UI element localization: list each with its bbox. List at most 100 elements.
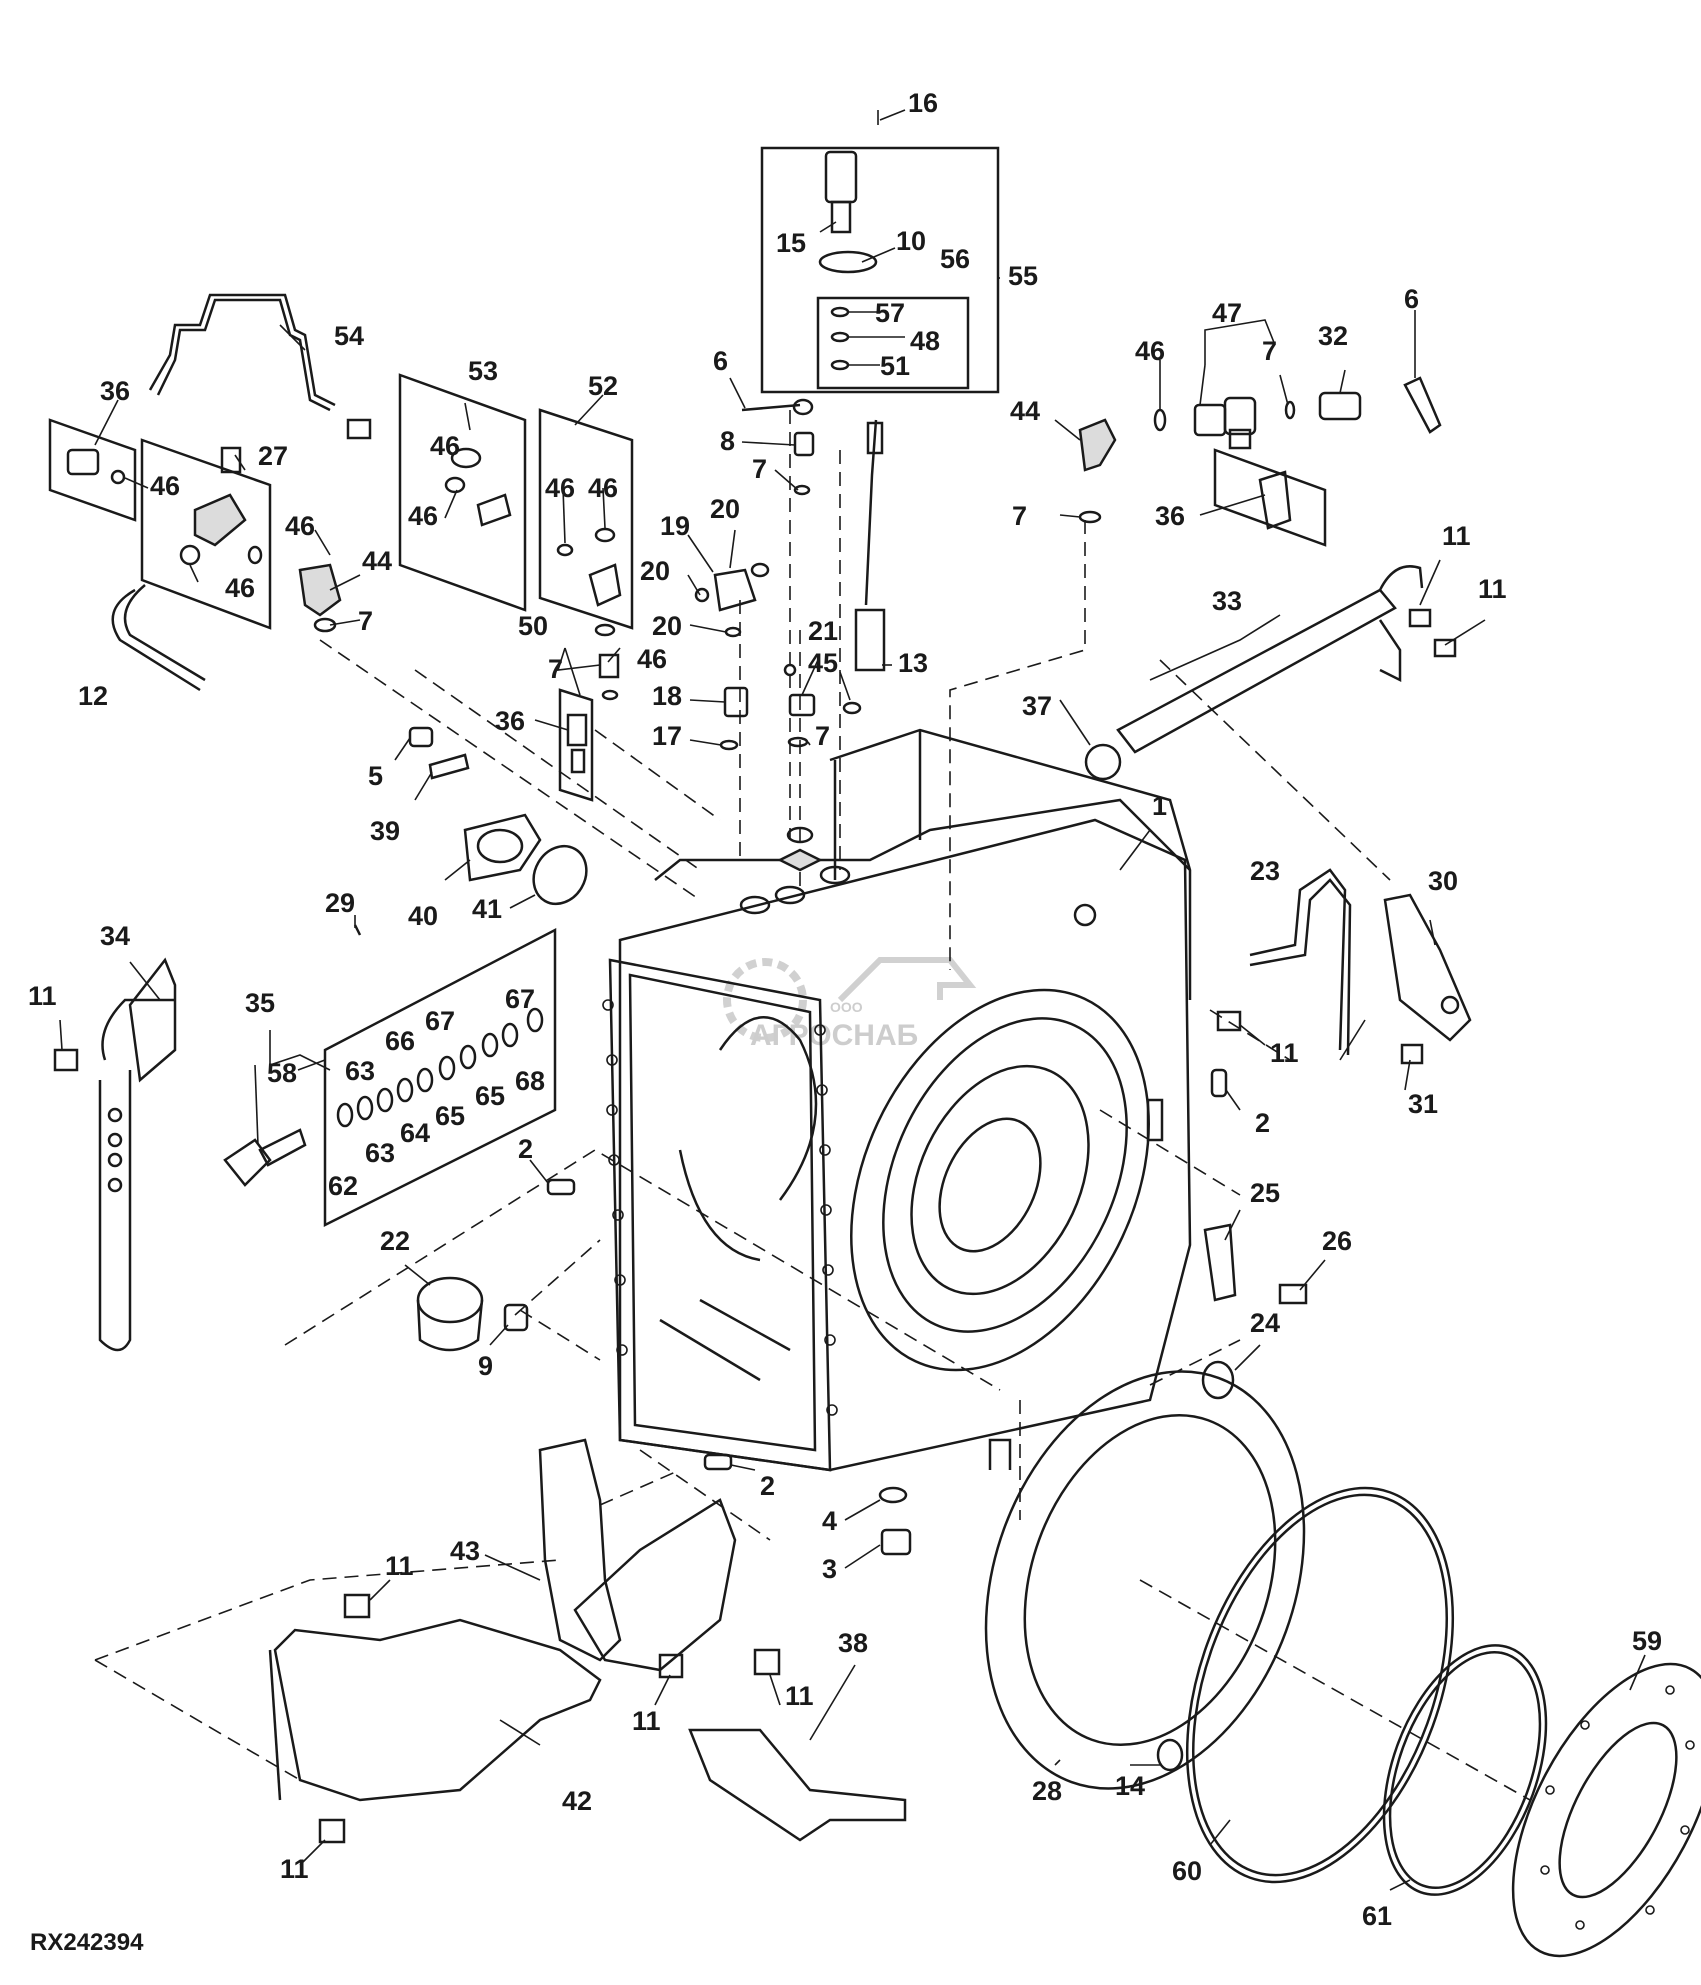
callout-28: 28 [1032,1776,1062,1806]
callout-67-a: 67 [505,984,535,1014]
part-61 [1382,1644,1548,1896]
callout-22: 22 [380,1226,410,1256]
callout-46-c: 46 [225,573,255,603]
callout-46-a: 46 [150,471,180,501]
part-15 [824,150,858,204]
box-36-left [48,418,137,522]
callout-42: 42 [562,1786,592,1816]
callout-7-c: 7 [1012,501,1027,531]
callout-63-a: 63 [345,1056,375,1086]
callout-36-left: 36 [100,376,130,406]
callout-33: 33 [1212,586,1242,616]
callout-46-e: 46 [408,501,438,531]
callouts: 16 15 10 56 55 57 48 51 6 8 7 19 20 20 2… [28,88,1662,1931]
callout-31: 31 [1408,1089,1438,1119]
callout-2-c: 2 [760,1471,775,1501]
callout-7-e: 7 [358,606,373,636]
part-28 [984,1370,1306,1790]
callout-20-a: 20 [710,494,740,524]
callout-52: 52 [588,371,618,401]
transmission-housing [602,728,1192,1472]
callout-58: 58 [267,1058,297,1088]
callout-27: 27 [258,441,288,471]
callout-3: 3 [822,1554,837,1584]
callout-11-d: 11 [1270,1038,1299,1068]
callout-24: 24 [1250,1308,1280,1338]
callout-10: 10 [896,226,926,256]
callout-39: 39 [370,816,400,846]
callout-32: 32 [1318,321,1348,351]
callout-34: 34 [100,921,130,951]
callout-63-b: 63 [365,1138,395,1168]
callout-21: 21 [808,616,838,646]
callout-11-c: 11 [28,981,57,1011]
callout-9: 9 [478,1351,493,1381]
callout-2-b: 2 [1255,1108,1270,1138]
callout-18: 18 [652,681,682,711]
callout-44-right: 44 [1010,396,1040,426]
leader-lines [59,109,1646,1891]
callout-64: 64 [400,1118,430,1148]
callout-2-a: 2 [518,1134,533,1164]
callout-68: 68 [515,1066,545,1096]
callout-4: 4 [822,1506,837,1536]
part-59 [1511,1662,1701,1958]
callout-15: 15 [776,228,806,258]
callout-62: 62 [328,1171,358,1201]
watermark-small-text: ООО [830,999,863,1015]
box-52 [538,408,634,630]
callout-59: 59 [1632,1626,1662,1656]
box-36-right [1213,448,1327,547]
callout-14: 14 [1115,1771,1145,1801]
callout-54: 54 [334,321,364,351]
callout-35: 35 [245,988,275,1018]
callout-56: 56 [940,244,970,274]
callout-5: 5 [368,761,383,791]
callout-37: 37 [1022,691,1052,721]
callout-11-e: 11 [385,1551,414,1581]
callout-46-d: 46 [430,431,460,461]
figure-reference-code: RX242394 [30,1929,144,1956]
callout-29: 29 [325,888,355,918]
callout-36-mid: 36 [495,706,525,736]
callout-20-c: 20 [652,611,682,641]
callout-46-right: 46 [1135,336,1165,366]
callout-19: 19 [660,511,690,541]
parts [53,110,1701,1958]
callout-36-right: 36 [1155,501,1185,531]
callout-13: 13 [898,648,928,678]
box-36-mid [558,688,594,802]
callout-47: 47 [1212,298,1242,328]
callout-53: 53 [468,356,498,386]
callout-7-b: 7 [815,721,830,751]
callout-8: 8 [720,426,735,456]
callout-38: 38 [838,1628,868,1658]
box-27 [140,438,272,630]
callout-48: 48 [910,326,940,356]
callout-20-b: 20 [640,556,670,586]
box-58 [323,927,557,1228]
watermark: ООО АГРОСНАБ [723,957,977,1052]
callout-23: 23 [1250,856,1280,886]
callout-11-b: 11 [1478,574,1507,604]
callout-65-a: 65 [475,1081,505,1111]
part-42 [273,1618,602,1802]
box-55 [760,146,1000,394]
callout-11-a: 11 [1442,521,1471,551]
callout-7-f: 7 [548,654,563,684]
callout-51: 51 [880,351,910,381]
callout-6-top: 6 [713,346,728,376]
callout-12: 12 [78,681,108,711]
callout-46-f: 46 [545,473,575,503]
watermark-text: АГРОСНАБ [750,1019,918,1052]
callout-11-g: 11 [632,1706,661,1736]
part-15-stem [830,200,852,234]
part-10 [818,250,878,274]
callout-6-right: 6 [1404,284,1419,314]
callout-43: 43 [450,1536,480,1566]
callout-67-b: 67 [425,1006,455,1036]
callout-16: 16 [908,88,938,118]
callout-46-g: 46 [588,473,618,503]
callout-7-d: 7 [1262,336,1277,366]
